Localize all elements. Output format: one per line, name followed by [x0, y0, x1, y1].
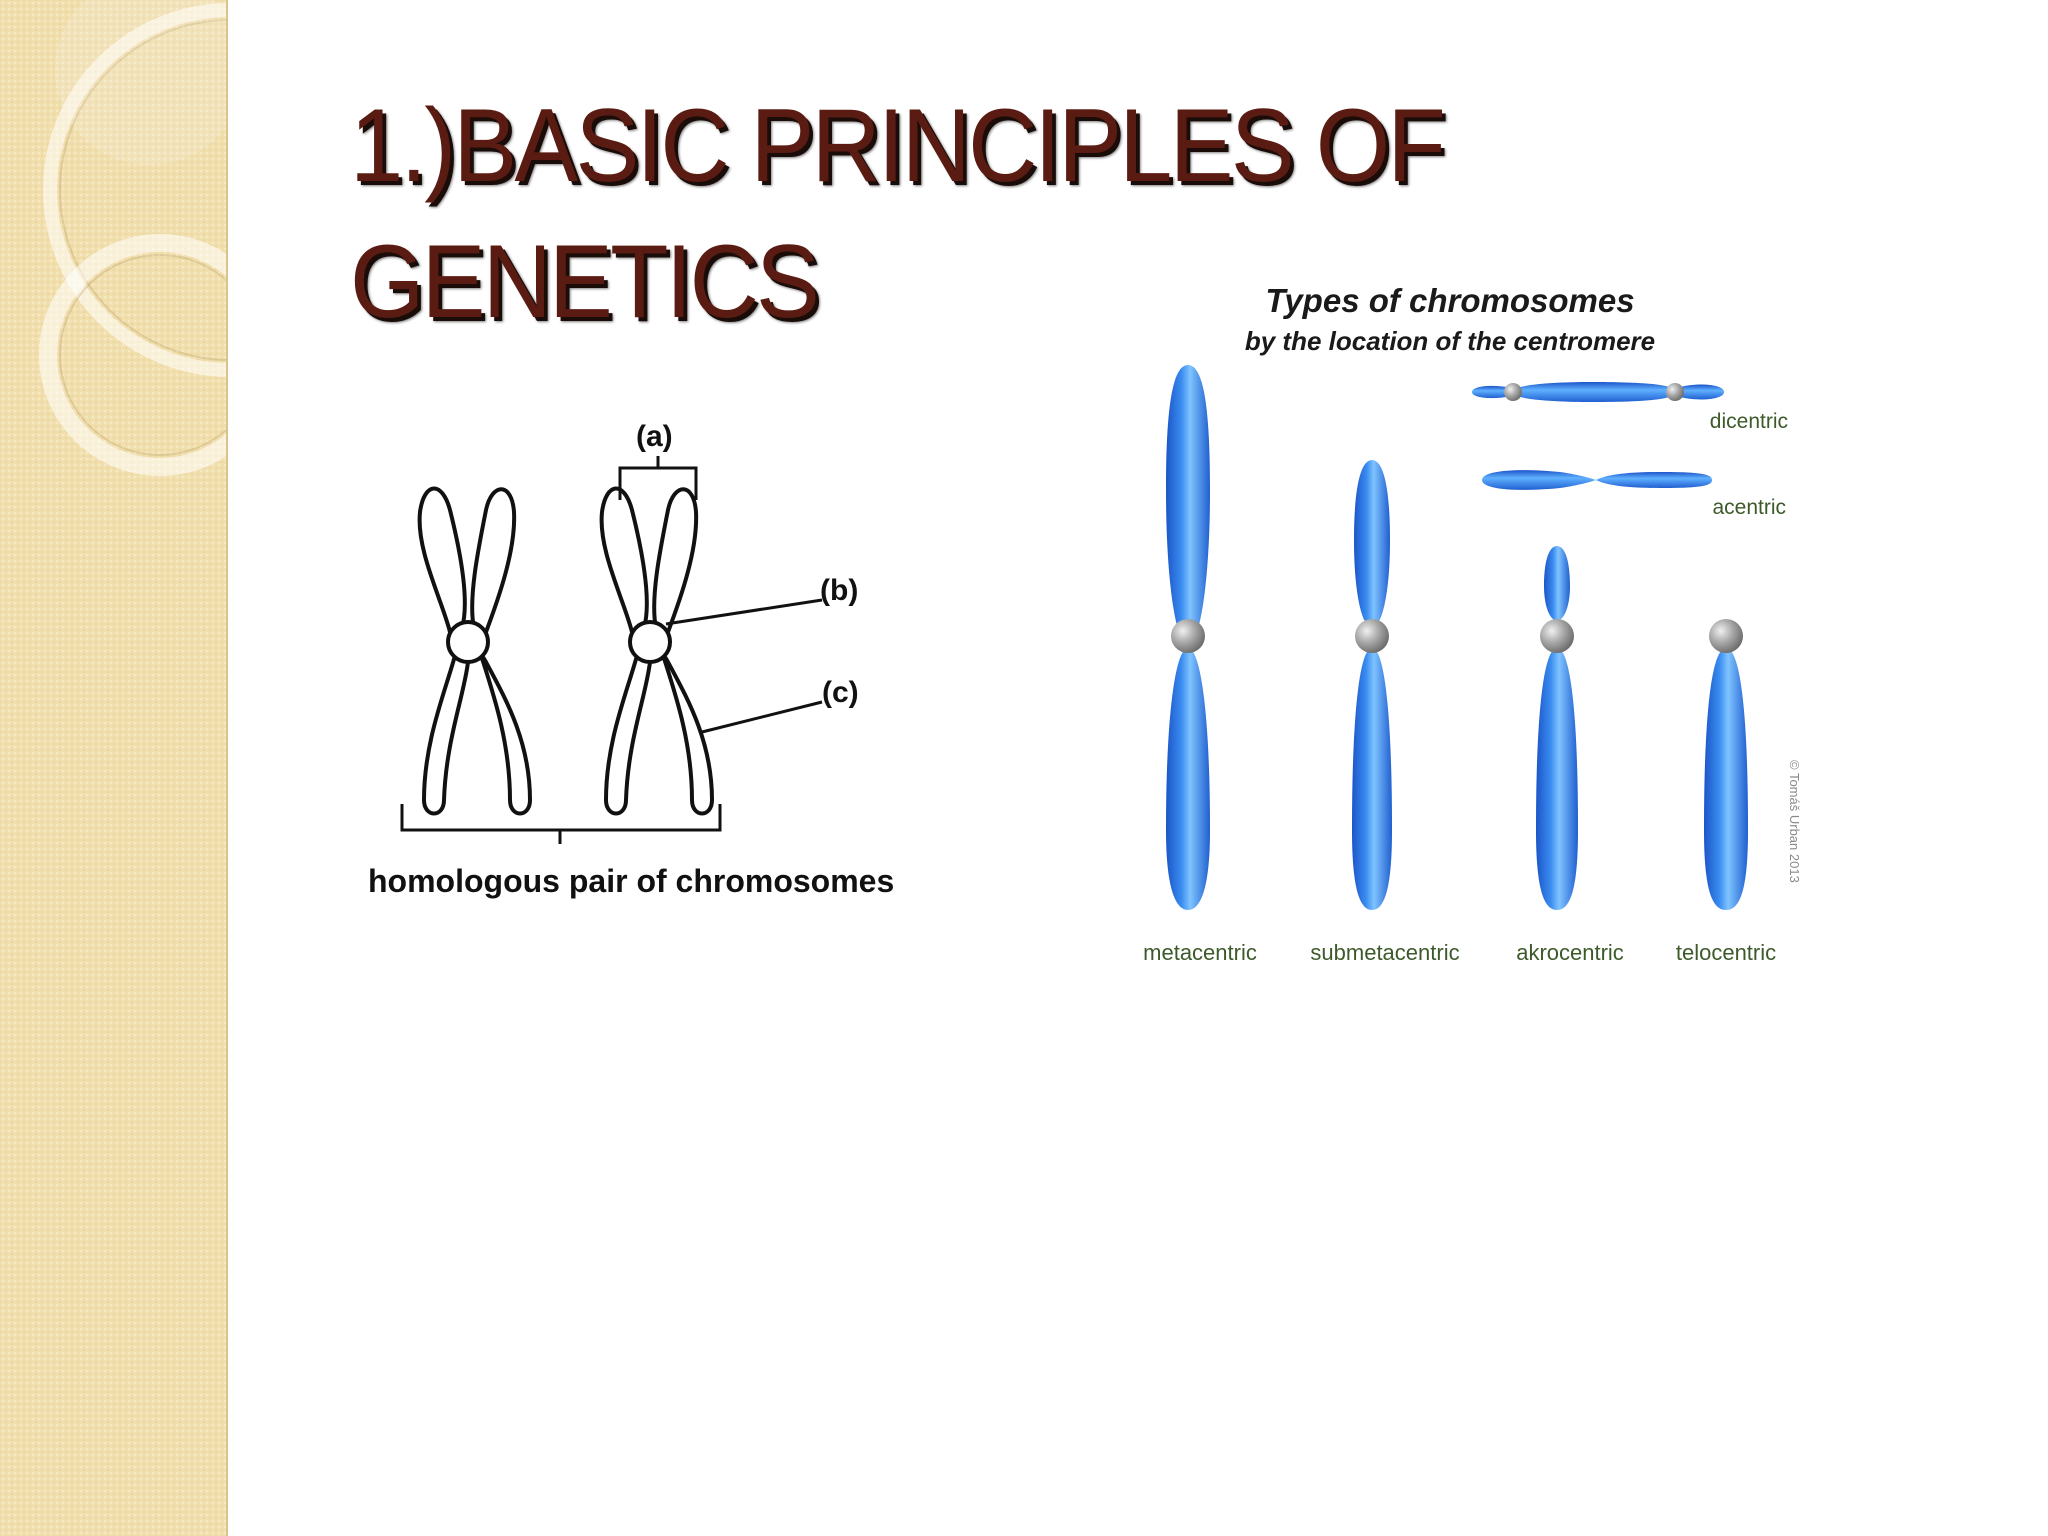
acentric-chromosome [1482, 470, 1712, 490]
leader-b [665, 598, 823, 626]
slide-title: 1.)BASIC PRINCIPLES OF GENETICS [350, 78, 1546, 350]
type-label-submetacentric: submetacentric [1310, 940, 1459, 965]
label-b: (b) [820, 574, 858, 607]
label-a: (a) [636, 420, 673, 453]
dicentric-chromosome [1472, 382, 1724, 402]
bracket-a [618, 456, 698, 500]
acentric-label: acentric [1712, 496, 1786, 519]
akrocentric-chromosome [1536, 546, 1578, 910]
slide-title-line-2: GENETICS [350, 224, 820, 340]
type-label-metacentric: metacentric [1143, 940, 1257, 965]
slide-title-line-1: 1.)BASIC PRINCIPLES OF [350, 88, 1446, 204]
type-label-telocentric: telocentric [1676, 940, 1776, 965]
dicentric-label: dicentric [1710, 410, 1788, 433]
chromosome-right [599, 486, 714, 816]
telocentric-chromosome [1704, 619, 1748, 910]
chromosome-types-figure: Types of chromosomes by the location of … [1143, 282, 1802, 965]
type-label-akrocentric: akrocentric [1516, 940, 1624, 965]
bottom-bracket [400, 804, 722, 844]
homologous-caption: homologous pair of chromosomes [368, 863, 894, 899]
leader-c [701, 700, 823, 734]
label-c: (c) [822, 676, 859, 709]
copyright-note: © Tomáš Urban 2013 [1787, 760, 1802, 883]
decorative-rings [39, 0, 228, 476]
metacentric-chromosome [1166, 365, 1210, 910]
types-title: Types of chromosomes [1265, 282, 1634, 319]
submetacentric-chromosome [1352, 460, 1392, 910]
chromosome-left [417, 486, 532, 816]
side-band-edge [226, 0, 228, 1536]
decorative-side-band [0, 0, 228, 1536]
homologous-pair-figure: (a) (b) (c) homologous pair of chromosom… [368, 420, 894, 899]
types-subtitle: by the location of the centromere [1245, 326, 1655, 356]
